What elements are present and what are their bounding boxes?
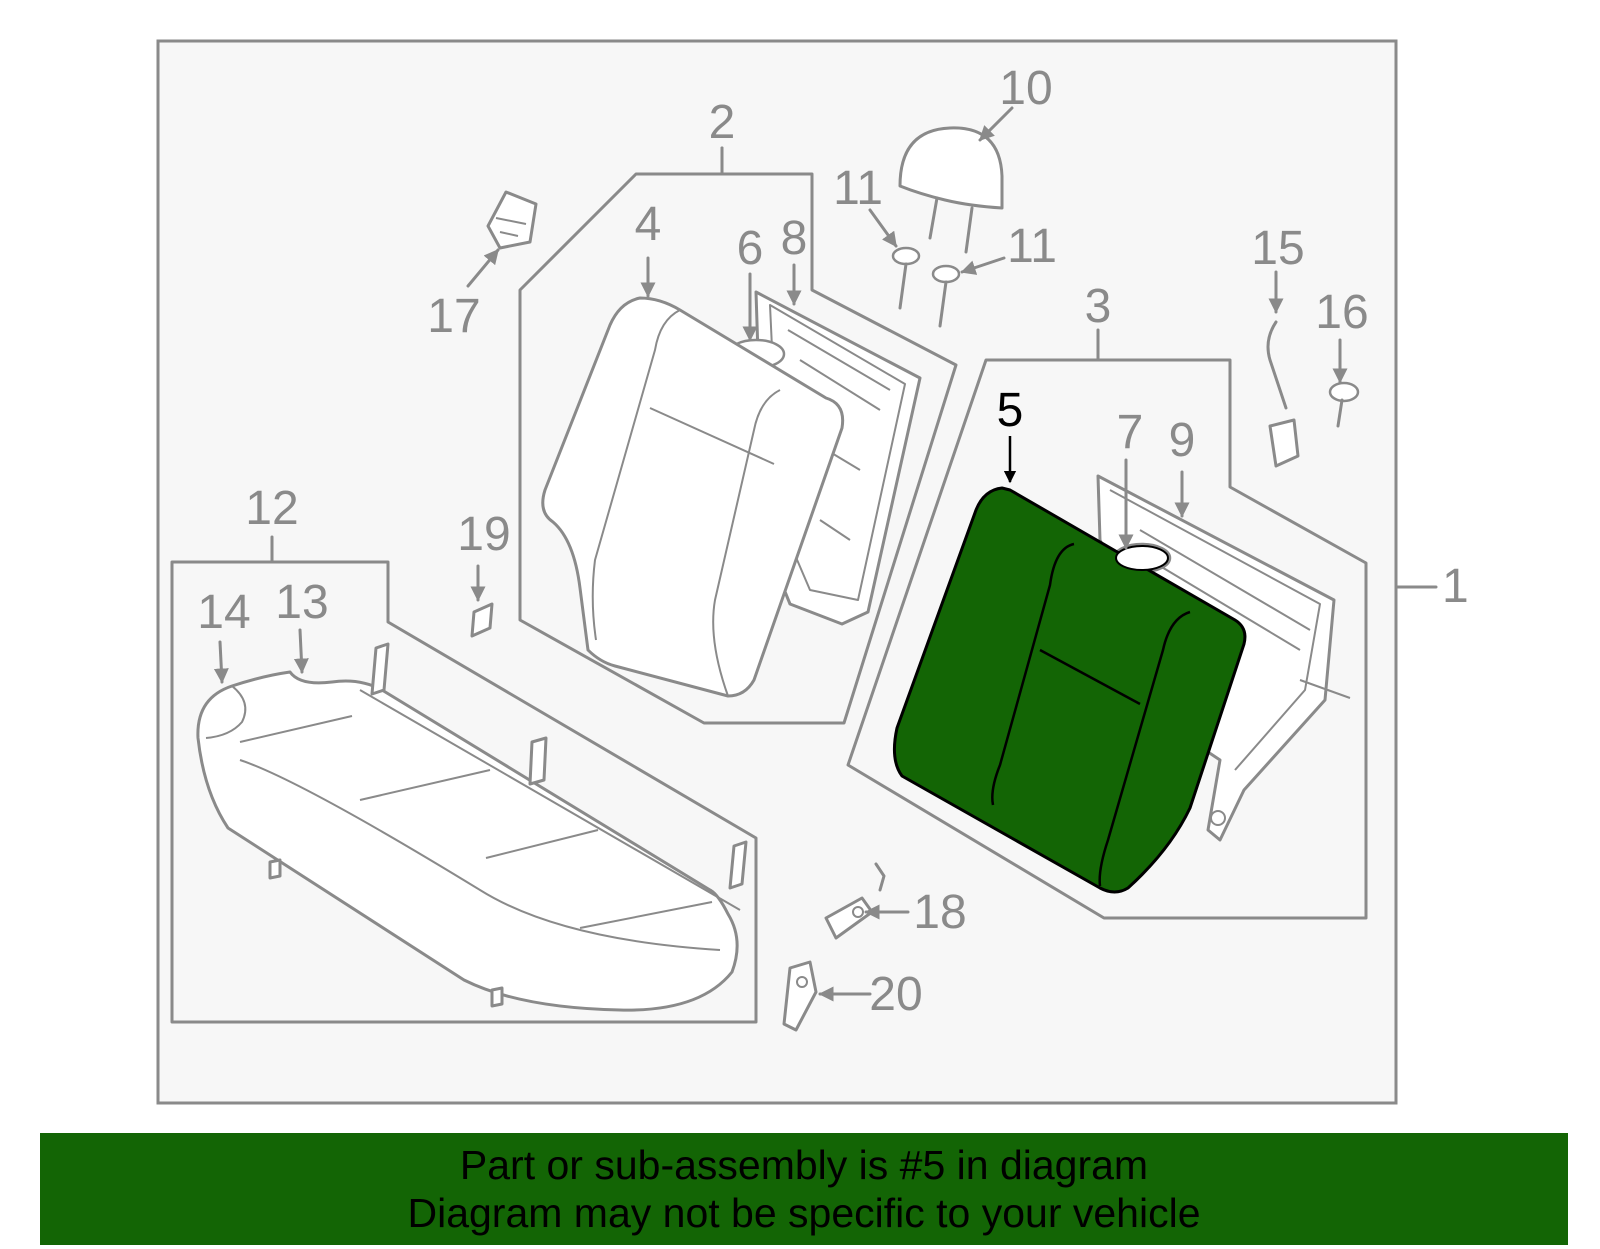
subassembly-2-outline — [518, 172, 958, 725]
banner-line-2: Diagram may not be specific to your vehi… — [407, 1190, 1201, 1236]
callout-18: 18 — [913, 886, 966, 939]
callout-5: 5 — [997, 384, 1024, 437]
subassembly-12-outline — [170, 560, 758, 1024]
subassembly-3-outline — [846, 358, 1368, 920]
callout-12: 12 — [245, 482, 298, 535]
callout-16: 16 — [1315, 286, 1368, 339]
callout-3: 3 — [1085, 280, 1112, 333]
bracket — [782, 960, 818, 1032]
callout-11a: 11 — [833, 162, 883, 215]
callout-14: 14 — [197, 586, 250, 639]
clip — [470, 602, 494, 638]
callout-9: 9 — [1169, 414, 1196, 467]
seat-cushion — [196, 642, 748, 1012]
callout-10: 10 — [999, 62, 1052, 115]
headrest — [898, 126, 1004, 254]
seat-belt-buckle — [1266, 320, 1300, 468]
latch-striker — [486, 190, 538, 250]
callout-7: 7 — [1117, 406, 1144, 459]
headrest-guide-a — [891, 246, 921, 310]
callout-20: 20 — [869, 968, 922, 1021]
callout-13: 13 — [275, 576, 328, 629]
callout-4: 4 — [635, 198, 662, 251]
callout-6: 6 — [737, 222, 764, 275]
callout-19: 19 — [457, 508, 510, 561]
callout-8: 8 — [781, 212, 808, 265]
banner-line-1: Part or sub-assembly is #5 in diagram — [459, 1142, 1149, 1188]
callout-17: 17 — [427, 290, 480, 343]
callout-11b: 11 — [1007, 220, 1057, 273]
info-banner: Part or sub-assembly is #5 in diagram Di… — [40, 1133, 1568, 1245]
callout-2: 2 — [709, 96, 736, 149]
callout-15: 15 — [1251, 222, 1304, 275]
seatback-cover-left — [541, 296, 845, 698]
seatback-cover-highlighted — [892, 486, 1247, 894]
callout-1: 1 — [1442, 560, 1469, 613]
headrest-guide-b — [931, 264, 961, 328]
